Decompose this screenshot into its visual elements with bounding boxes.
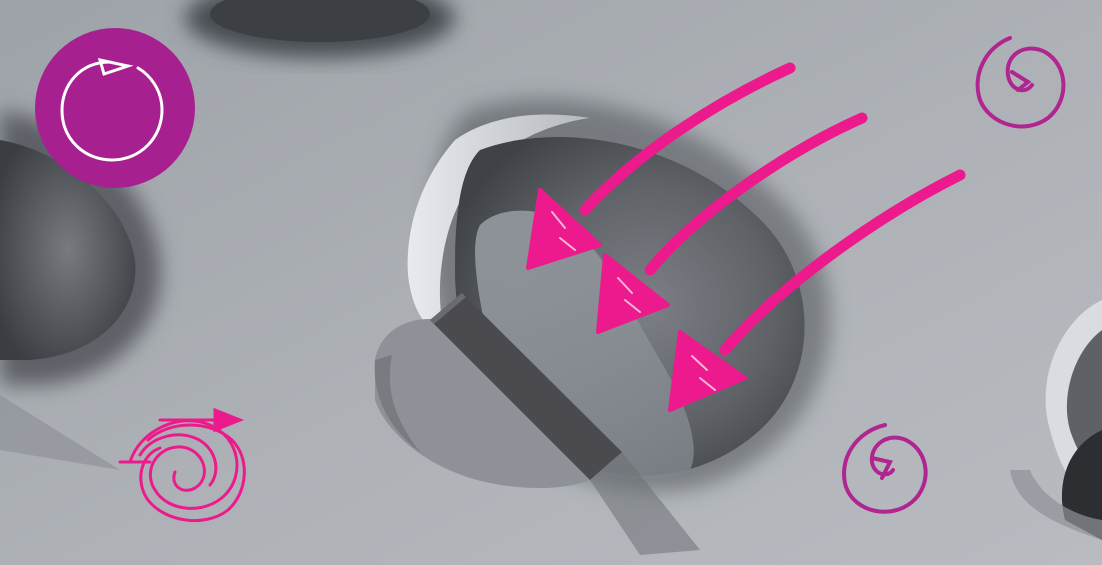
rotate-badge xyxy=(35,28,195,188)
